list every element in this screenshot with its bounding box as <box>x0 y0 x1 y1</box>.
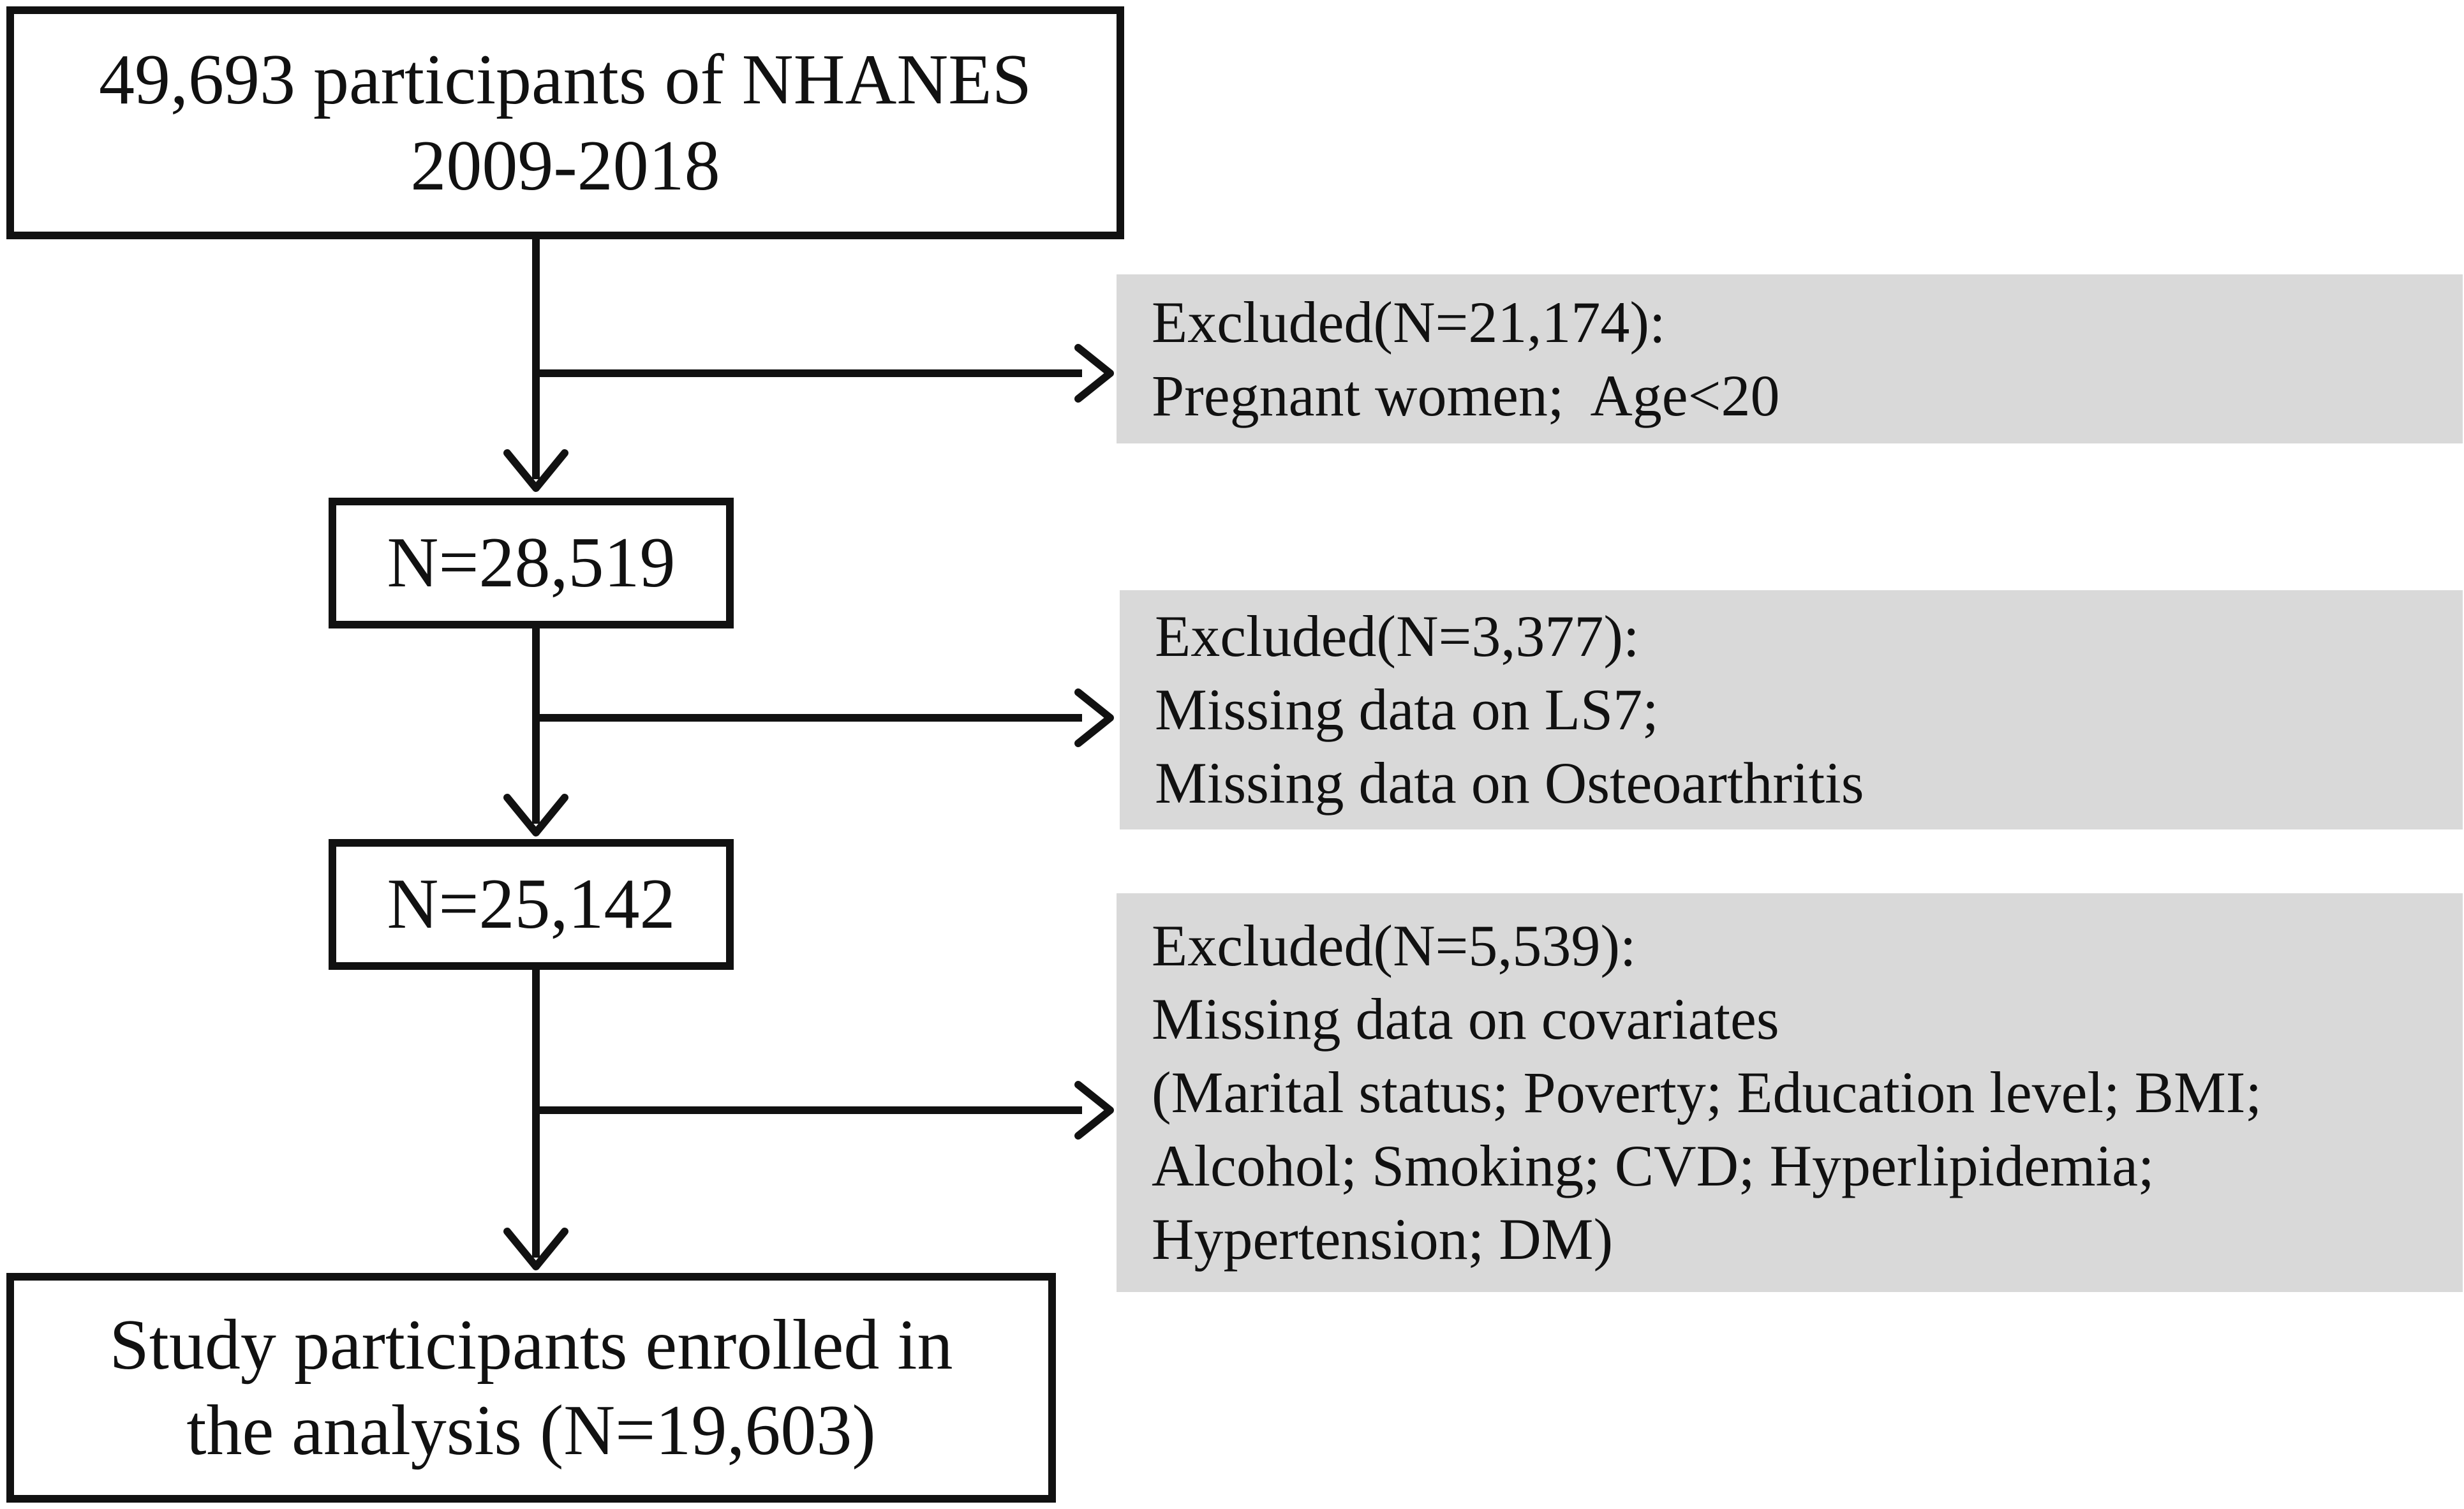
n-25142-label: N=25,142 <box>387 865 676 944</box>
n-28519-box: N=28,519 <box>329 498 734 628</box>
excluded-3-line-3: (Marital status; Poverty; Education leve… <box>1152 1060 2262 1125</box>
right-arrow-1 <box>1074 344 1114 403</box>
excluded-box-1: Excluded(N=21,174): Pregnant women; Age<… <box>1117 274 2463 443</box>
right-arrow-2 <box>1074 688 1114 747</box>
excluded-2-line-2: Missing data on LS7; <box>1155 677 1659 742</box>
excluded-box-2: Excluded(N=3,377): Missing data on LS7; … <box>1120 590 2463 829</box>
down-arrow-2 <box>503 794 568 836</box>
excluded-3-line-2: Missing data on covariates <box>1152 986 1779 1052</box>
excluded-3-line-4: Alcohol; Smoking; CVD; Hyperlipidemia; <box>1152 1133 2155 1198</box>
n-28519-label: N=28,519 <box>387 523 676 603</box>
final-box: Study participants enrolled in the analy… <box>6 1273 1056 1503</box>
start-box-line1: 49,693 participants of NHANES <box>98 40 1032 120</box>
excluded-2-line-3: Missing data on Osteoarthritis <box>1155 750 1864 815</box>
n-25142-box: N=25,142 <box>329 839 734 970</box>
final-box-line2: the analysis (N=19,603) <box>186 1391 876 1470</box>
excluded-1-line-2: Pregnant women; Age<20 <box>1152 362 1780 428</box>
down-arrow-1 <box>503 449 568 492</box>
excluded-2-line-1: Excluded(N=3,377): <box>1155 604 1640 669</box>
right-arrow-3 <box>1074 1081 1114 1140</box>
excluded-box-3: Excluded(N=5,539): Missing data on covar… <box>1117 893 2463 1292</box>
down-arrow-3 <box>503 1228 568 1270</box>
excluded-3-line-5: Hypertension; DM) <box>1152 1207 1614 1272</box>
start-box: 49,693 participants of NHANES 2009-2018 <box>6 6 1124 239</box>
start-box-line2: 2009-2018 <box>410 126 720 205</box>
excluded-1-line-1: Excluded(N=21,174): <box>1152 289 1666 355</box>
excluded-3-line-1: Excluded(N=5,539): <box>1152 913 1636 978</box>
final-box-line1: Study participants enrolled in <box>109 1305 953 1385</box>
